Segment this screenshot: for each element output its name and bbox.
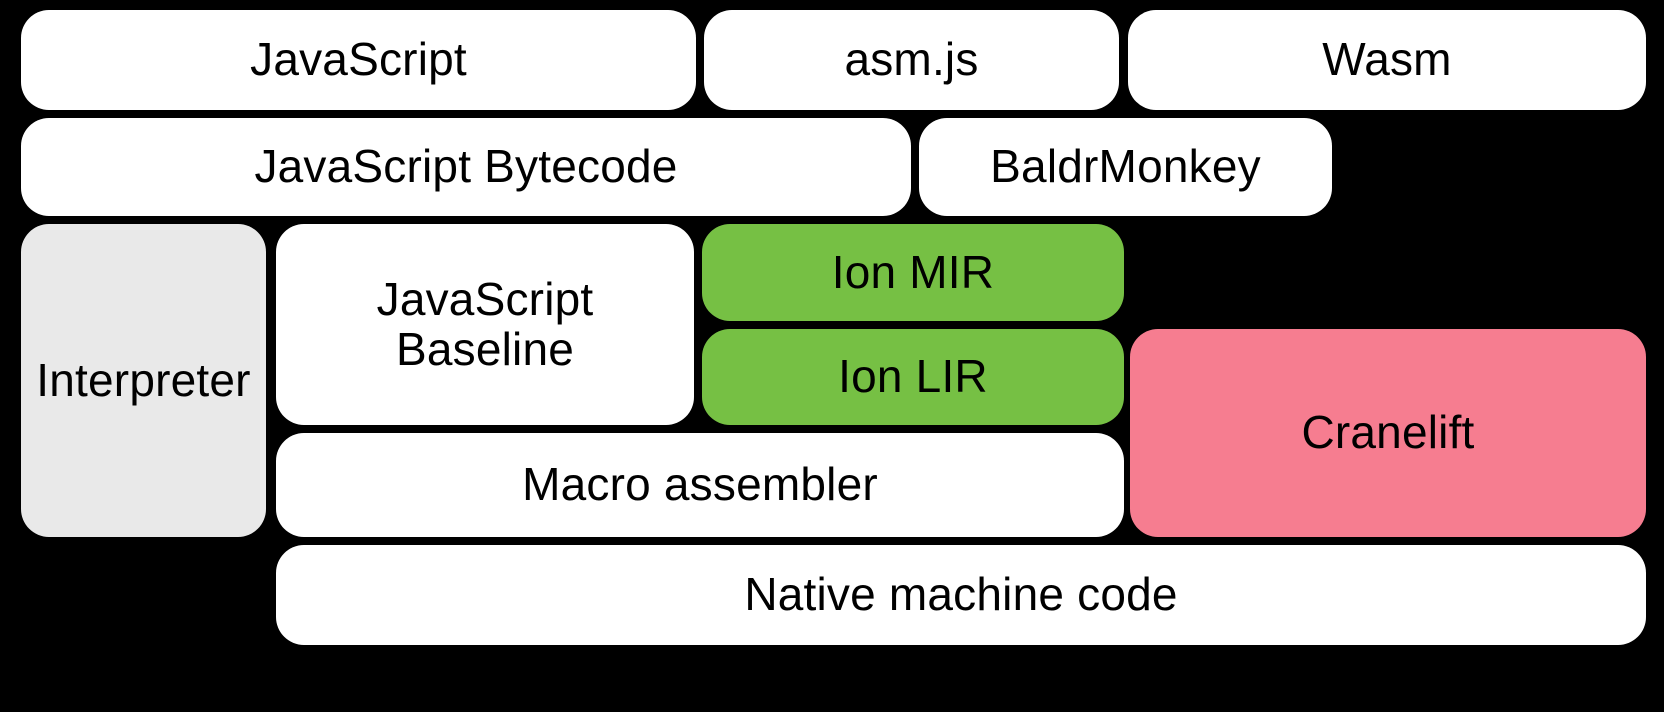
node-macro-assembler[interactable]: Macro assembler [276,433,1124,537]
node-ion-mir[interactable]: Ion MIR [702,224,1124,321]
node-wasm[interactable]: Wasm [1128,10,1646,110]
node-javascript[interactable]: JavaScript [21,10,696,110]
node-native-machine-code[interactable]: Native machine code [276,545,1646,645]
node-interpreter[interactable]: Interpreter [21,224,266,537]
node-javascript-bytecode[interactable]: JavaScript Bytecode [21,118,911,216]
node-ion-lir[interactable]: Ion LIR [702,329,1124,425]
node-cranelift[interactable]: Cranelift [1130,329,1646,537]
node-asm-js[interactable]: asm.js [704,10,1119,110]
node-baldrmonkey[interactable]: BaldrMonkey [919,118,1332,216]
node-javascript-baseline[interactable]: JavaScript Baseline [276,224,694,425]
